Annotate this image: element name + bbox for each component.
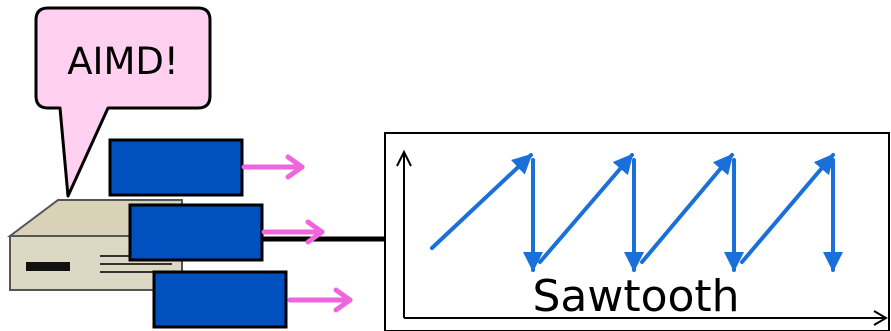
right-arrow [261,219,325,245]
right-arrow [287,287,353,313]
sawtooth-line [523,158,843,272]
graph-panel [384,132,890,331]
axis-arrow [396,149,412,167]
speech-bubble-text: AIMD! [67,40,178,83]
sawtooth-line [430,153,835,264]
packet [128,203,264,262]
graph-label: Sawtooth [532,271,739,322]
speech-bubble-shape [34,6,212,198]
right-arrow [241,154,305,180]
router-slot [26,262,70,271]
packet [152,270,288,329]
graph-axes [396,149,888,326]
speech-bubble: AIMD! [34,6,212,198]
packet [108,138,244,197]
axis-arrow [873,310,888,326]
